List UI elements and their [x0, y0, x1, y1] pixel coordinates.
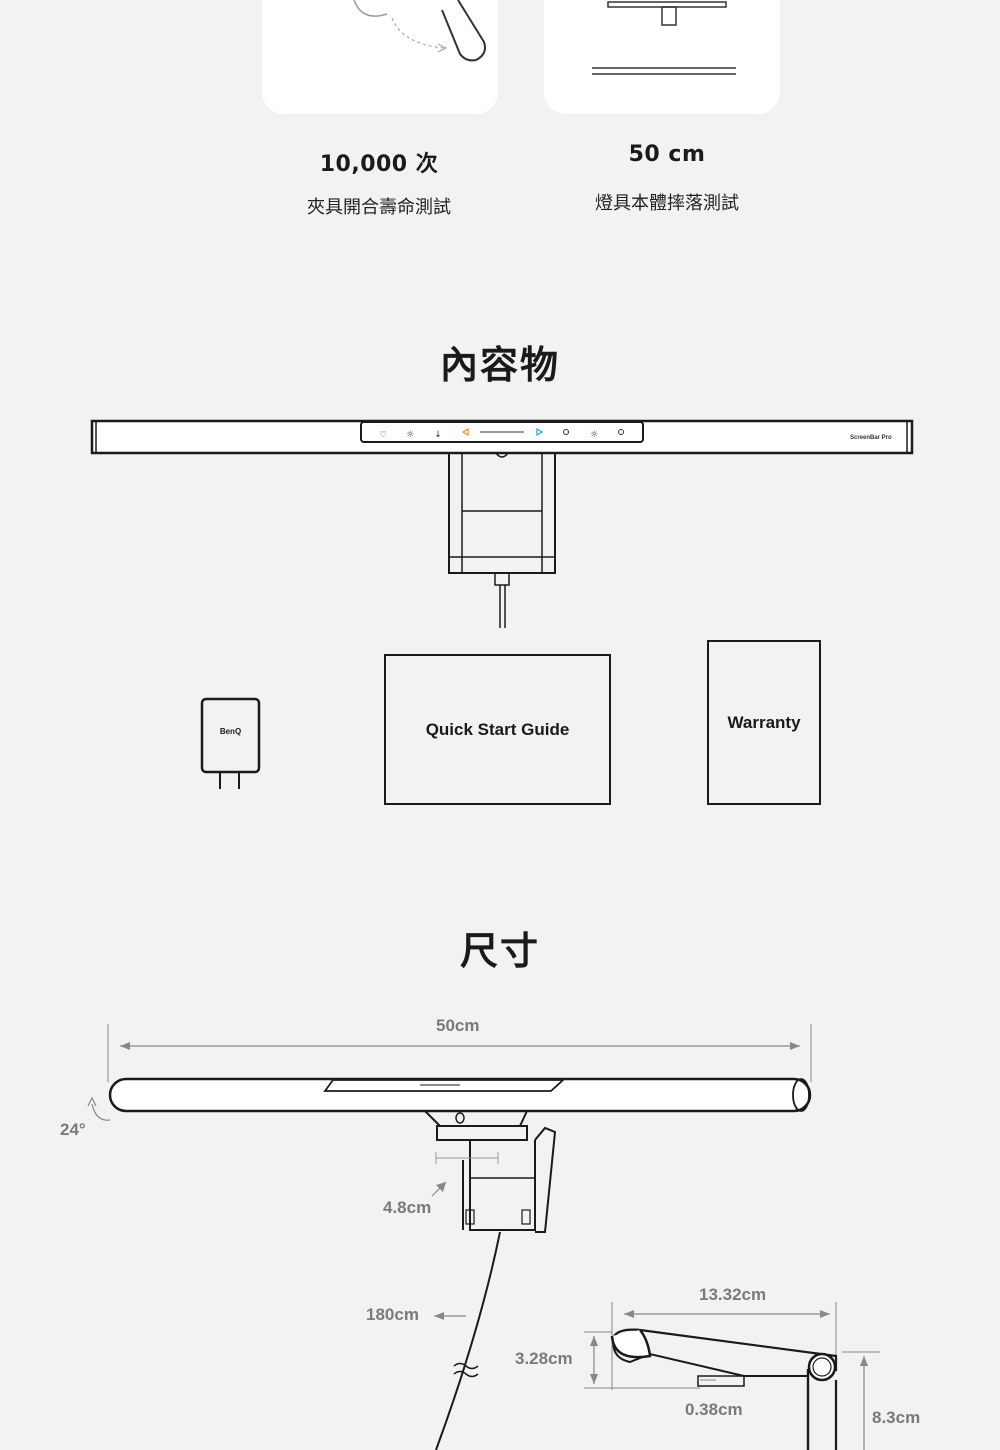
clip-test-label: 夾具開合壽命測試	[307, 197, 451, 218]
lamp-model-label: ScreenBar Pro	[850, 435, 892, 441]
lamp-bar-illustration: ♡ ☼ ↓ ☼	[90, 419, 914, 628]
svg-text:☼: ☼	[590, 430, 598, 440]
dimension-drawing	[87, 1024, 880, 1450]
cable-length-label: 180cm	[366, 1305, 419, 1324]
contents-title: 內容物	[439, 343, 560, 387]
power-adapter-illustration	[200, 697, 261, 789]
length-label: 50cm	[436, 1016, 480, 1035]
clip-width-label: 13.32cm	[699, 1285, 767, 1304]
total-height-label: 8.3cm	[872, 1408, 921, 1427]
drop-test-card	[544, 0, 780, 114]
svg-text:☼: ☼	[406, 430, 414, 440]
drop-test-value: 50 cm	[628, 142, 706, 167]
clip-illustration	[353, 0, 486, 62]
drop-test-label: 燈具本體摔落測試	[595, 193, 739, 214]
clip-test-value: 10,000 次	[319, 152, 439, 177]
clip-test-card	[262, 0, 498, 114]
adapter-brand: BenQ	[219, 727, 242, 736]
clip-depth-label: 4.8cm	[383, 1198, 432, 1217]
dimensions-title: 尺寸	[459, 929, 540, 973]
angle-label: 24°	[60, 1120, 86, 1139]
warranty-card: Warranty	[707, 640, 821, 805]
clip-lip-label: 0.38cm	[685, 1400, 743, 1419]
svg-text:↓: ↓	[434, 430, 442, 440]
quick-start-guide: Quick Start Guide	[384, 654, 611, 805]
clip-height-label: 3.28cm	[515, 1349, 573, 1368]
svg-text:♡: ♡	[379, 430, 386, 439]
drop-illustration	[592, 1, 736, 75]
